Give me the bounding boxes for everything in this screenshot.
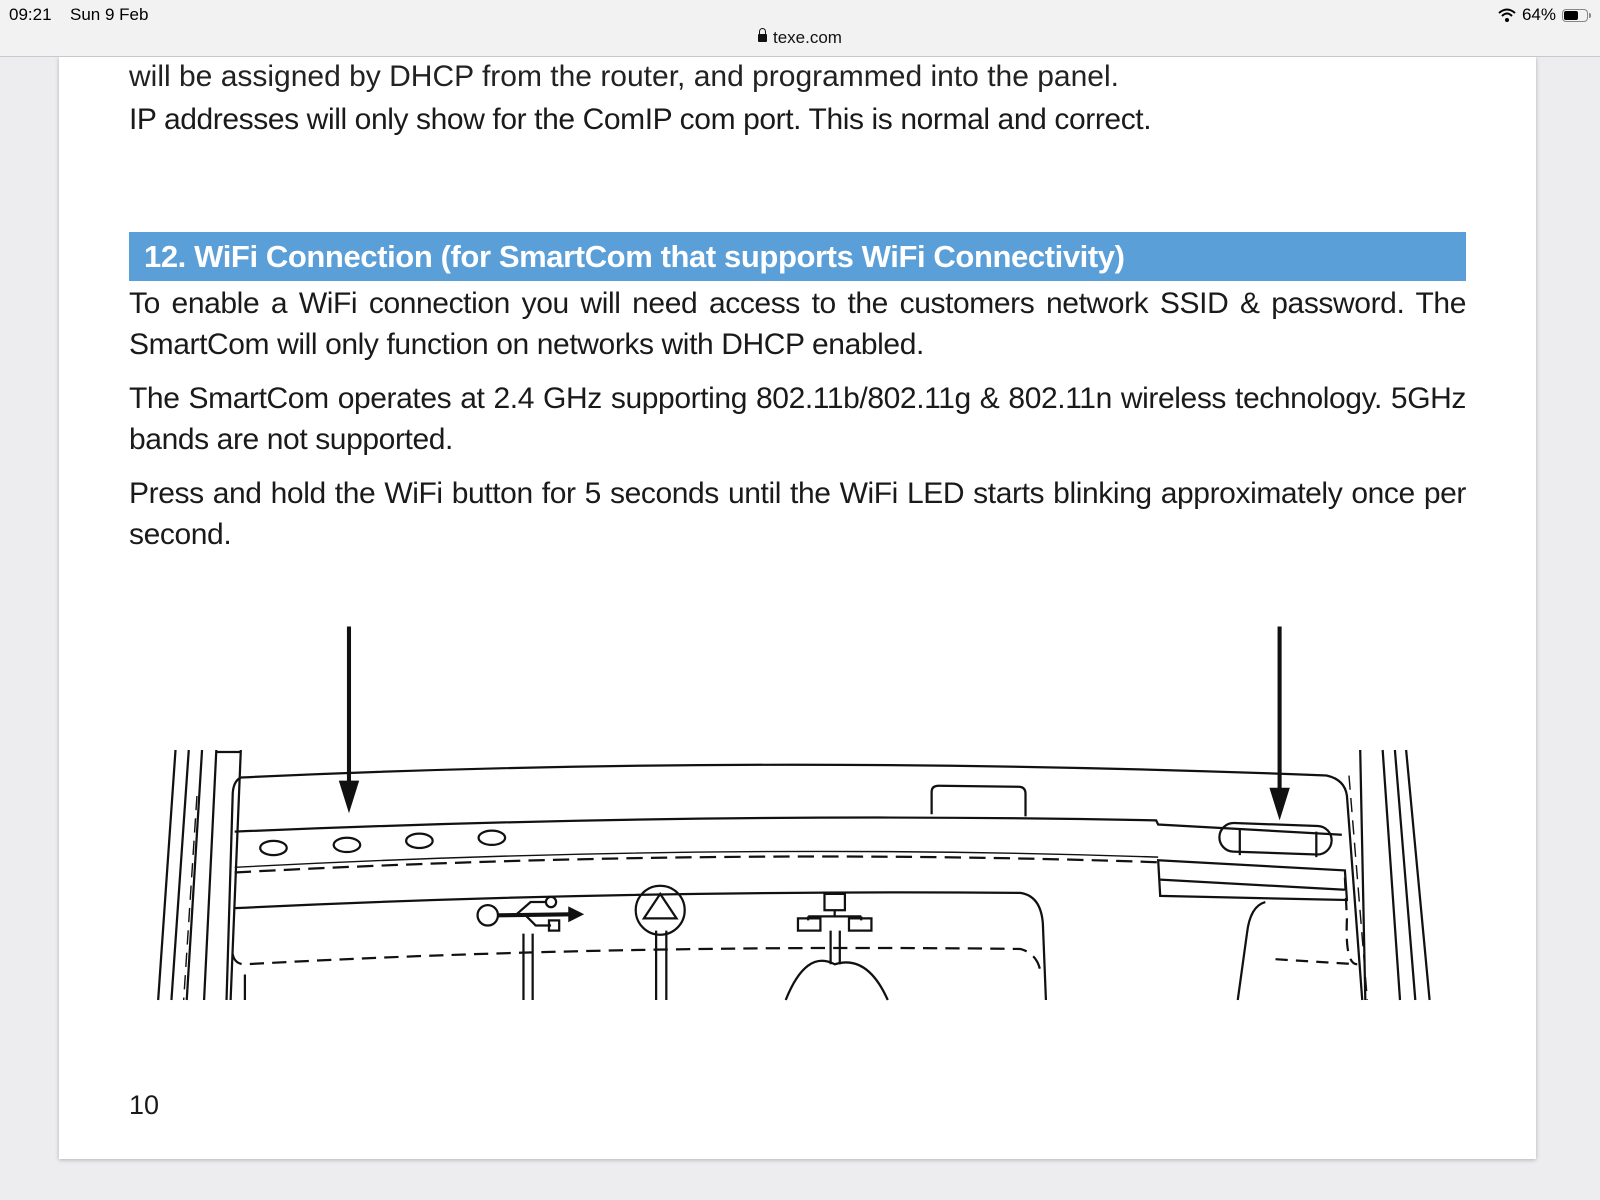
wifi-icon	[1498, 8, 1516, 22]
ip-note: IP addresses will only show for the ComI…	[129, 103, 1152, 136]
document-text-column: will be assigned by DHCP from the router…	[129, 57, 1466, 568]
url-text: texe.com	[773, 28, 842, 47]
status-indicators: 64%	[1498, 5, 1591, 25]
paragraph-ssid: To enable a WiFi connection you will nee…	[129, 287, 1466, 361]
document-page: will be assigned by DHCP from the router…	[59, 57, 1536, 1159]
browser-status-bar: 09:21 Sun 9 Feb texe.com 64%	[0, 0, 1600, 57]
paragraph-wifi-button: Press and hold the WiFi button for 5 sec…	[129, 477, 1466, 551]
page-number: 10	[129, 1090, 160, 1120]
battery-percent: 64%	[1521, 5, 1556, 24]
lock-icon	[758, 28, 767, 42]
status-date: Sun 9 Feb	[70, 5, 149, 24]
status-time: 09:21	[9, 5, 52, 24]
address-bar[interactable]: texe.com	[0, 28, 1600, 48]
section-heading: 12. WiFi Connection (for SmartCom that s…	[129, 232, 1466, 281]
battery-icon	[1562, 8, 1591, 22]
paragraph-frequency: The SmartCom operates at 2.4 GHz support…	[129, 382, 1466, 456]
cut-off-text-line: will be assigned by DHCP from the router…	[129, 60, 1119, 93]
